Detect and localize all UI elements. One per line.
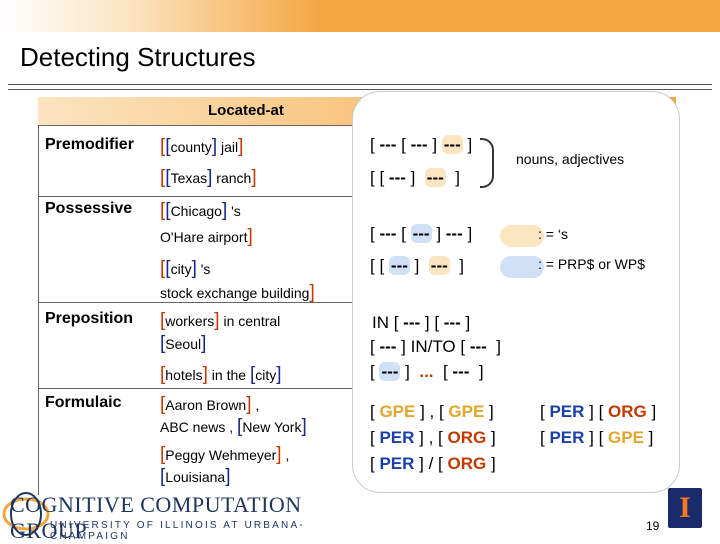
example-abc-news: ABC news , [New York]	[160, 416, 307, 437]
pattern-preposition-2: [ --- ] IN/TO [ --- ]	[370, 337, 501, 356]
slide-title: Detecting Structures	[20, 42, 256, 72]
row-divider	[38, 196, 352, 197]
tag-org: ORG	[447, 454, 487, 473]
table-header-label: Located-at	[208, 102, 284, 119]
top-gradient-bar	[0, 0, 720, 32]
note-possessive-marker: : = ‘s	[538, 226, 568, 242]
pattern-preposition-1: IN [ --- ] [ --- ]	[372, 313, 471, 332]
logo-group-name: COGNITIVE COMPUTATION GROUP	[10, 492, 302, 543]
example-workers-seoul-cont: [Seoul]	[160, 333, 207, 354]
tag-per: PER	[379, 428, 415, 447]
tag-per: PER	[549, 428, 585, 447]
note-possessive-pronoun: : = PRP$ or WP$	[538, 256, 645, 272]
pattern-formulaic-1: [ GPE ] , [ GPE ]	[370, 402, 494, 421]
example-chicago-airport-cont: O'Hare airport]	[160, 226, 253, 247]
pattern-preposition-3: [ --- ] ... [ --- ]	[370, 362, 484, 381]
example-workers-seoul: [workers] in central	[160, 310, 281, 331]
pattern-premodifier-2: [ [ --- ] --- ]	[370, 168, 460, 187]
logo-university: UNIVERSITY OF ILLINOIS AT URBANA-CHAMPAI…	[50, 520, 305, 542]
tag-gpe: GPE	[608, 428, 644, 447]
row-divider	[38, 125, 352, 126]
example-county-jail: [[county] jail]	[160, 136, 244, 157]
pattern-formulaic-5: [ PER ] [ GPE ]	[540, 428, 654, 447]
example-aaron-brown: [Aaron Brown] ,	[160, 394, 260, 415]
tag-gpe: GPE	[448, 402, 485, 421]
example-city-exchange: [[city] 's	[160, 258, 211, 279]
tag-org: ORG	[447, 428, 487, 447]
row-divider	[38, 302, 352, 303]
row-label-formulaic: Formulaic	[45, 394, 122, 411]
possessive-marker-swatch	[500, 225, 544, 247]
possessive-pronoun-swatch	[500, 256, 544, 278]
pattern-formulaic-3: [ PER ] / [ ORG ]	[370, 454, 496, 473]
pattern-premodifier-1: [ --- [ --- ] --- ]	[370, 135, 473, 154]
example-chicago-airport: [[Chicago] 's	[160, 200, 241, 221]
example-hotels-city: [hotels] in the [city]	[160, 364, 282, 385]
tag-per: PER	[379, 454, 415, 473]
tag-org: ORG	[608, 402, 647, 421]
pattern-formulaic-2: [ PER ] , [ ORG ]	[370, 428, 496, 447]
title-divider	[8, 84, 712, 85]
pattern-possessive-1: [ --- [ --- ] --- ]	[370, 224, 473, 243]
premodifier-brace	[480, 138, 494, 188]
title-divider-2	[8, 89, 712, 90]
illinois-block-i-logo: I	[668, 488, 702, 528]
row-label-premodifier: Premodifier	[45, 136, 134, 153]
row-label-preposition: Preposition	[45, 310, 134, 327]
pattern-formulaic-4: [ PER ] [ ORG ]	[540, 402, 657, 421]
page-number: 19	[646, 519, 660, 533]
swirl-logo-icon	[2, 492, 50, 536]
row-label-possessive: Possessive	[45, 200, 133, 217]
tag-gpe: GPE	[379, 402, 416, 421]
example-texas-ranch: [[Texas] ranch]	[160, 167, 257, 188]
example-city-exchange-cont: stock exchange building]	[160, 282, 315, 303]
cognitive-computation-group-logo: COGNITIVE COMPUTATION GROUP UNIVERSITY O…	[0, 488, 345, 543]
tag-per: PER	[549, 402, 585, 421]
pattern-panel	[352, 91, 680, 493]
example-louisiana: [Louisiana]	[160, 466, 231, 487]
pattern-possessive-2: [ [ --- ] --- ]	[370, 256, 464, 275]
table-left-border	[38, 125, 39, 495]
note-nouns-adjectives: nouns, adjectives	[516, 151, 625, 167]
row-divider	[38, 388, 352, 389]
example-peggy-wehmeyer: [Peggy Wehmeyer] ,	[160, 444, 290, 465]
